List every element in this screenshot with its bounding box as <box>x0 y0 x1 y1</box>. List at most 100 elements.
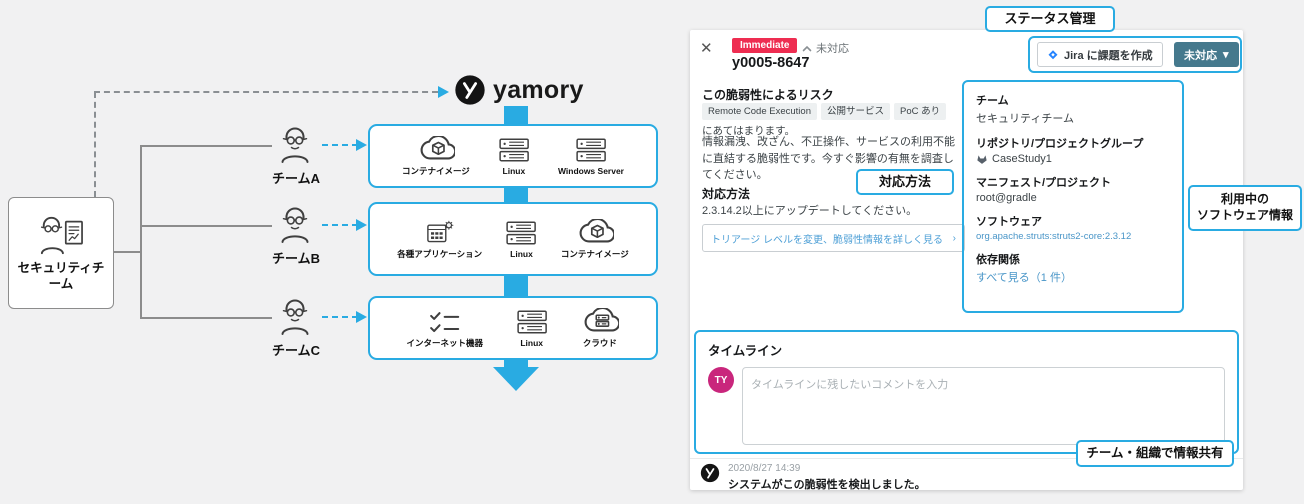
field-label: マニフェスト/プロジェクト <box>976 177 1112 189</box>
see-all-dependencies-link[interactable]: すべて見る（1 件） <box>976 272 1072 284</box>
callout-status-management: ステータス管理 <box>985 6 1115 32</box>
callout-software-line2: ソフトウェア情報 <box>1196 208 1293 222</box>
yamory-system-icon <box>700 463 720 483</box>
detail-field-team: チーム セキュリティチーム <box>976 92 1170 126</box>
team-b-label: チームB <box>272 251 320 266</box>
container-image-icon <box>575 219 614 247</box>
event-text: システムがこの脆弱性を検出しました。 <box>728 479 926 491</box>
caret-down-icon: ▾ <box>1223 49 1229 61</box>
field-label: リポジトリ/プロジェクトグループ <box>976 138 1144 150</box>
callout-remediation: 対応方法 <box>856 169 954 195</box>
repository-icon <box>976 153 988 165</box>
detail-field-software: ソフトウェア org.apache.struts:struts2-core:2.… <box>976 213 1170 242</box>
team-b-arrowhead <box>356 219 367 231</box>
callout-software-line1: 利用中の <box>1220 192 1269 207</box>
field-label: チーム <box>976 95 1009 107</box>
team-b-dashed-arrow <box>322 224 358 226</box>
severity-badge: Immediate <box>732 38 798 53</box>
server-icon <box>503 219 539 247</box>
team-c-dashed-arrow <box>322 316 358 318</box>
asset-cloud: クラウド <box>580 308 619 348</box>
callout-team-share: チーム・組織で情報共有 <box>1076 440 1234 467</box>
timeline-section: タイムライン TY <box>694 330 1239 454</box>
timeline-comment-input[interactable] <box>742 367 1225 445</box>
field-label: 依存関係 <box>976 254 1020 266</box>
dashed-line-to-logo-horizontal <box>94 91 438 93</box>
asset-label: コンテナイメージ <box>401 165 470 176</box>
asset-container-image: コンテナイメージ <box>402 136 470 176</box>
server-icon <box>514 308 550 336</box>
security-team-box: セキュリティチ ーム <box>8 197 114 309</box>
asset-windows-server: Windows Server <box>558 136 624 176</box>
team-a-person-icon <box>274 126 316 166</box>
status-button-label: 未対応 <box>1184 49 1217 62</box>
team-a-assets-box: コンテナイメージ Linux Windows Server <box>368 124 658 188</box>
team-c-person-icon <box>274 298 316 338</box>
team-b-person-icon <box>274 206 316 246</box>
jira-icon <box>1047 49 1059 61</box>
asset-label: Windows Server <box>557 165 624 176</box>
asset-applications: 各種アプリケーション <box>397 219 482 259</box>
connector-team-c <box>140 317 272 319</box>
asset-internet-device: インターネット機器 <box>407 308 483 348</box>
vulnerability-id: y0005-8647 <box>732 55 810 71</box>
risk-tags: Remote Code Execution 公開サービス PoC あり にあては… <box>702 103 970 140</box>
team-a-label: チームA <box>272 171 320 186</box>
timeline-event: 2020/8/27 14:39 システムがこの脆弱性を検出しました。 <box>700 463 926 492</box>
risk-tags-suffix: にあてはまります。 <box>702 125 796 138</box>
create-jira-issue-button[interactable]: Jira に課題を作成 <box>1037 42 1163 67</box>
detail-field-manifest: マニフェスト/プロジェクト root@gradle <box>976 174 1170 204</box>
field-label: ソフトウェア <box>976 216 1042 228</box>
remediation-section-heading: 対応方法 <box>702 187 751 201</box>
timeline-comment-row: TY <box>708 367 1225 445</box>
connector-team-a <box>140 145 272 147</box>
yamory-logo-icon <box>454 74 486 106</box>
triage-button-label: トリアージ レベルを変更、脆弱性情報を詳しく見る <box>711 234 943 246</box>
callout-software-info: 利用中の ソフトウェア情報 <box>1188 185 1302 231</box>
risk-tag: PoC あり <box>894 103 947 121</box>
arrowhead-to-logo <box>438 86 449 98</box>
connector-vertical <box>140 145 142 319</box>
dashed-line-to-logo-vertical <box>94 92 96 197</box>
asset-linux: Linux <box>514 308 550 348</box>
cloud-icon <box>580 308 619 336</box>
risk-description: 情報漏洩、改ざん、不正操作、サービスの利用不能に直結する脆弱性です。今すぐ影響の… <box>702 136 955 181</box>
timeline-heading: タイムライン <box>708 344 783 358</box>
asset-label: クラウド <box>582 337 617 348</box>
asset-label: コンテナイメージ <box>560 248 629 259</box>
detail-field-repository: リポジトリ/プロジェクトグループ CaseStudy1 <box>976 135 1170 165</box>
triage-status-text: 未対応 <box>816 43 849 55</box>
field-value: セキュリティチーム <box>976 113 1075 125</box>
asset-linux: Linux <box>503 219 539 259</box>
triage-detail-button[interactable]: トリアージ レベルを変更、脆弱性情報を詳しく見る › <box>702 224 965 252</box>
team-c-arrowhead <box>356 311 367 323</box>
repository-link[interactable]: CaseStudy1 <box>976 153 1170 165</box>
internet-device-icon <box>426 308 463 336</box>
server-icon <box>496 136 532 164</box>
applications-icon <box>424 219 455 247</box>
timeline-event-body: 2020/8/27 14:39 システムがこの脆弱性を検出しました。 <box>728 463 926 492</box>
security-team-label-line2: ーム <box>48 276 74 291</box>
yamory-logo-text: yamory <box>493 75 584 104</box>
asset-label: Linux <box>510 248 533 259</box>
asset-label: Linux <box>502 165 526 176</box>
close-icon[interactable]: ✕ <box>700 40 713 57</box>
security-team-label-line1: セキュリティチ <box>17 260 105 275</box>
security-analyst-icon <box>34 214 88 258</box>
field-value: root@gradle <box>976 192 1037 204</box>
avatar: TY <box>708 367 734 393</box>
risk-tag: 公開サービス <box>820 103 890 121</box>
triage-status-indicator[interactable]: 未対応 <box>802 40 849 56</box>
chevron-right-icon: › <box>952 232 956 244</box>
jira-button-label: Jira に課題を作成 <box>1064 49 1153 62</box>
caret-up-icon <box>802 45 812 52</box>
status-dropdown-button[interactable]: 未対応 ▾ <box>1174 42 1239 67</box>
risk-section-heading: この脆弱性によるリスク <box>702 88 834 102</box>
asset-linux: Linux <box>496 136 532 176</box>
risk-tag: Remote Code Execution <box>702 103 817 121</box>
event-timestamp: 2020/8/27 14:39 <box>728 463 801 474</box>
repository-name: CaseStudy1 <box>992 153 1052 165</box>
yamory-logo: yamory <box>454 74 584 106</box>
software-link[interactable]: org.apache.struts:struts2-core:2.3.12 <box>976 231 1132 242</box>
